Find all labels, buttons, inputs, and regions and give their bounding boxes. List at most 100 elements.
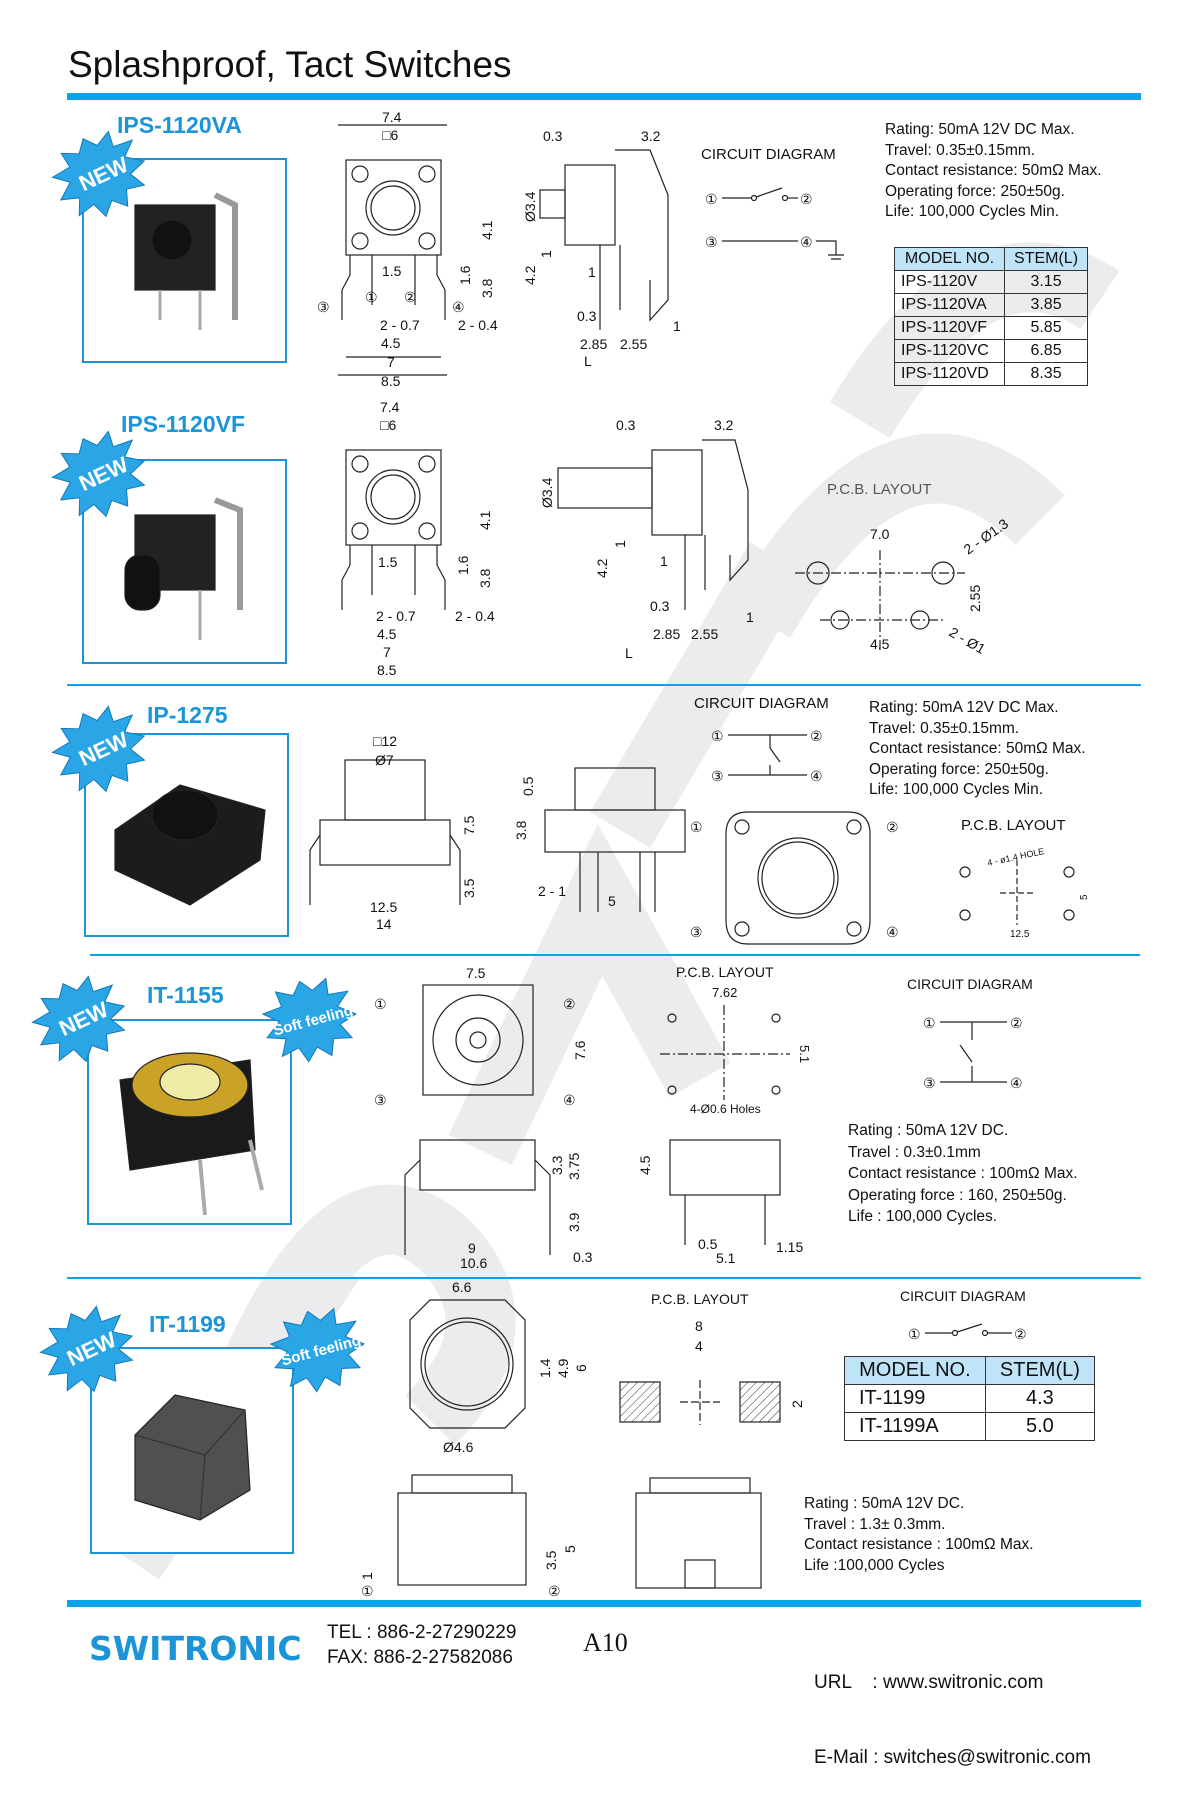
svg-text:0.3: 0.3 [616, 417, 636, 433]
svg-text:1.5: 1.5 [378, 554, 398, 570]
svg-text:4.2: 4.2 [522, 265, 538, 285]
pcb-label: P.C.B. LAYOUT [961, 817, 1066, 834]
svg-text:②: ② [886, 819, 899, 835]
svg-text:1.15: 1.15 [776, 1239, 803, 1255]
svg-text:0.3: 0.3 [650, 598, 670, 614]
svg-text:7.5: 7.5 [466, 965, 486, 981]
svg-text:5.1: 5.1 [797, 1045, 812, 1063]
spec-line: Travel : 0.3±0.1mm [848, 1143, 981, 1161]
svg-text:3.2: 3.2 [641, 128, 661, 144]
switch-photo-1 [134, 192, 238, 330]
svg-text:6.6: 6.6 [452, 1279, 472, 1295]
svg-text:③: ③ [690, 924, 703, 940]
spec-line: Rating: 50mA 12V DC Max. [869, 699, 1059, 716]
spec-line: Travel: 0.35±0.15mm. [869, 719, 1020, 737]
cell: 5.0 [984, 1412, 1096, 1441]
circuit-label: CIRCUIT DIAGRAM [701, 146, 836, 163]
svg-text:③: ③ [705, 234, 718, 250]
svg-text:④: ④ [563, 1092, 576, 1108]
svg-text:4.5: 4.5 [381, 335, 401, 351]
spec-line: Operating force: 250±50g. [885, 182, 1065, 200]
technical-drawings: NEW NEW NEW NEW NEW Soft feeling Soft fe… [20, 109, 1090, 1599]
svg-text:4.1: 4.1 [477, 510, 493, 530]
contact-web: URL : www.switronic.com E-Mail : switche… [814, 1620, 1091, 1795]
svg-text:④: ④ [810, 768, 823, 784]
spec-line: Contact resistance: 50mΩ Max. [885, 162, 1102, 180]
col-header: MODEL NO. [893, 247, 1006, 271]
section-divider [67, 684, 1141, 686]
svg-text:12.5: 12.5 [1010, 929, 1030, 940]
switch-photo-4 [119, 1052, 264, 1216]
svg-text:④: ④ [886, 924, 899, 940]
svg-text:Ø7: Ø7 [375, 752, 394, 768]
svg-text:②: ② [800, 191, 813, 207]
section-divider [90, 954, 1140, 956]
svg-text:7: 7 [383, 644, 391, 660]
new-badge: NEW [40, 693, 160, 807]
svg-text:2 - 0.7: 2 - 0.7 [376, 608, 416, 624]
svg-text:①: ① [690, 819, 703, 835]
switch-photo-2 [124, 497, 243, 640]
svg-text:3.2: 3.2 [714, 417, 734, 433]
svg-text:1: 1 [746, 609, 754, 625]
svg-text:8.5: 8.5 [377, 662, 397, 678]
svg-text:③: ③ [317, 299, 330, 315]
email-link[interactable]: E-Mail : switches@switronic.com [814, 1747, 1091, 1768]
spec-line: Operating force : 160, 250±50g. [848, 1186, 1067, 1204]
svg-text:4: 4 [695, 1338, 703, 1354]
svg-text:2.55: 2.55 [620, 336, 647, 352]
col-header: STEM(L) [984, 1356, 1096, 1385]
svg-text:①: ① [361, 1583, 374, 1599]
svg-text:9: 9 [468, 1240, 476, 1256]
title-rule [67, 93, 1141, 100]
svg-text:②: ② [548, 1583, 561, 1599]
svg-text:②: ② [404, 289, 417, 305]
col-header: MODEL NO. [844, 1356, 986, 1385]
svg-text:2 - 1: 2 - 1 [538, 883, 566, 899]
svg-text:4.2: 4.2 [594, 558, 610, 578]
svg-text:④: ④ [452, 299, 465, 315]
circuit-label: CIRCUIT DIAGRAM [907, 976, 1033, 992]
svg-text:2 - 0.4: 2 - 0.4 [455, 608, 495, 624]
svg-text:1: 1 [612, 540, 628, 548]
pcb-label: P.C.B. LAYOUT [676, 964, 774, 980]
new-badge: NEW [40, 118, 160, 232]
spec-line: Rating : 50mA 12V DC. [848, 1122, 1009, 1139]
svg-text:3.8: 3.8 [513, 820, 529, 840]
svg-text:①: ① [711, 728, 724, 744]
svg-text:8: 8 [695, 1318, 703, 1334]
spec-line: Rating : 50mA 12V DC. [804, 1495, 965, 1512]
svg-text:1: 1 [660, 553, 668, 569]
svg-text:①: ① [374, 996, 387, 1012]
svg-text:0.5: 0.5 [698, 1236, 718, 1252]
svg-text:4 - ø1.4 HOLE: 4 - ø1.4 HOLE [986, 846, 1045, 868]
svg-text:7.0: 7.0 [870, 526, 890, 542]
spec-line: Travel : 1.3± 0.3mm. [804, 1515, 946, 1533]
svg-text:1: 1 [588, 264, 596, 280]
spec-line: Life: 100,000 Cycles Min. [869, 781, 1044, 799]
svg-text:④: ④ [1010, 1075, 1023, 1091]
spec-list: Rating: 50mA 12V DC Max.Travel: 0.35±0.1… [885, 120, 1102, 223]
soft-feeling-badge: Soft feeling [262, 1298, 374, 1402]
spec-list: Rating: 50mA 12V DC Max. Travel: 0.35±0.1… [869, 698, 1086, 801]
svg-text:2.55: 2.55 [967, 585, 983, 612]
svg-text:3.5: 3.5 [543, 1550, 559, 1570]
cell: IPS-1120VD [893, 362, 1006, 386]
spec-list: Rating : 50mA 12V DC. Travel : 1.3± 0.3mm… [804, 1494, 1034, 1576]
svg-text:3.3: 3.3 [549, 1155, 565, 1175]
circuit-label: CIRCUIT DIAGRAM [694, 695, 829, 712]
svg-text:1.6: 1.6 [457, 265, 473, 285]
url-link[interactable]: URL : www.switronic.com [814, 1672, 1044, 1693]
cell: IPS-1120V [893, 270, 1006, 294]
svg-text:①: ① [923, 1015, 936, 1031]
cell: 8.35 [1004, 362, 1088, 386]
cell: IPS-1120VF [893, 316, 1006, 340]
svg-text:3.8: 3.8 [479, 278, 495, 298]
svg-text:Ø3.4: Ø3.4 [539, 477, 555, 508]
circuit-label: CIRCUIT DIAGRAM [900, 1288, 1026, 1304]
spec-line: Contact resistance: 50mΩ Max. [869, 740, 1086, 758]
